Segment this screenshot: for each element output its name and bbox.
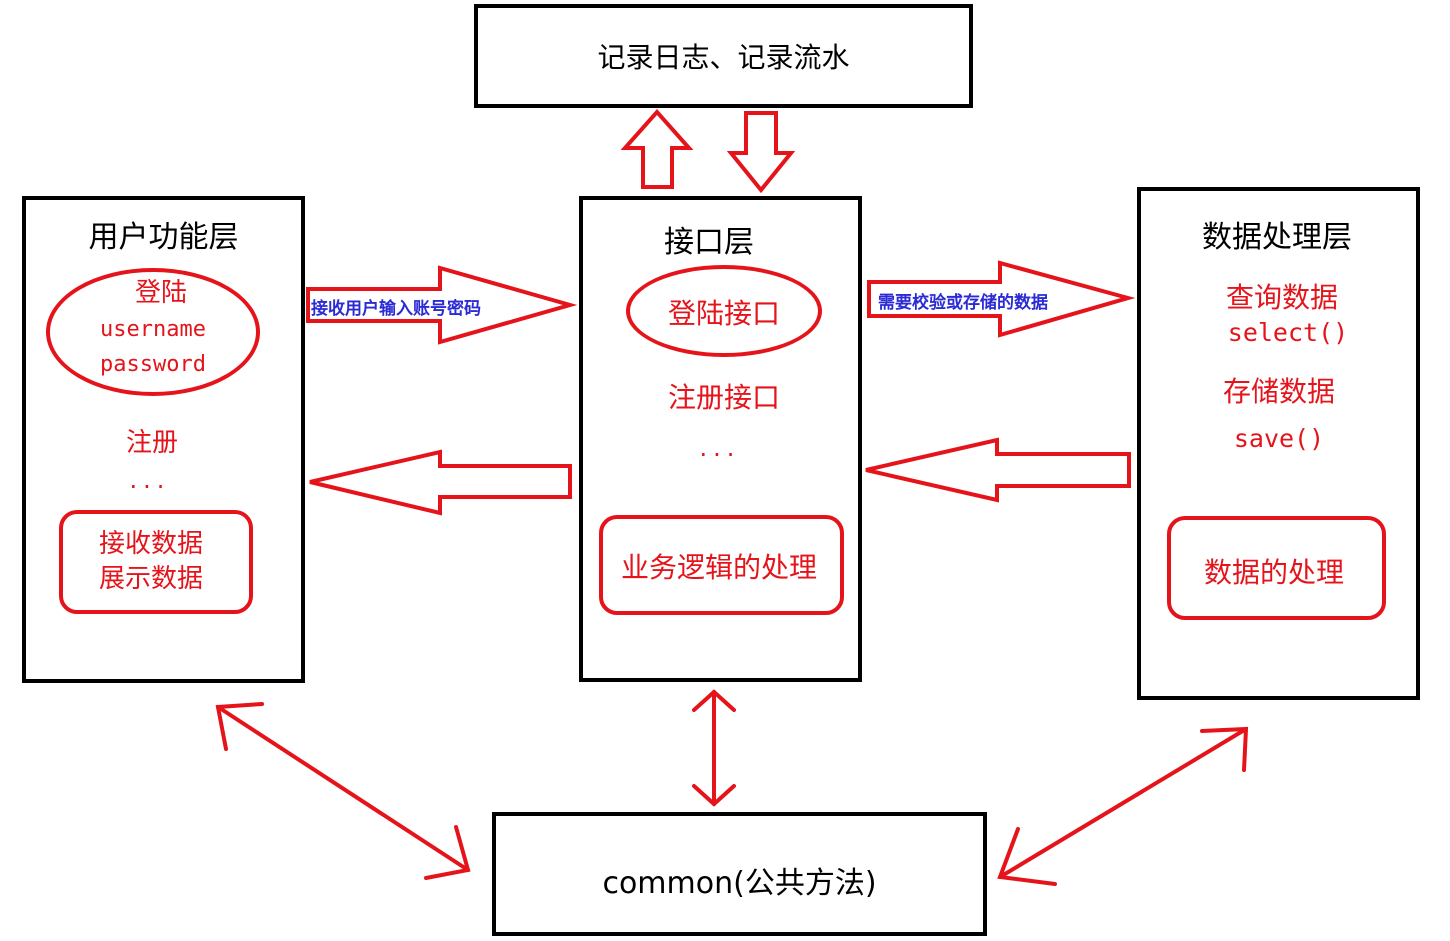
arrow-data-to-interface [865,437,1131,503]
common-box-title: common(公共方法) [602,866,877,901]
user-login-label: 登陆 [134,278,187,308]
user-username-label: username [100,317,206,342]
double-arrow-data-common [997,726,1249,886]
data-store-label: 存储数据 [1222,375,1335,408]
interface-register-label: 注册接口 [667,381,780,414]
down-arrow-from-log [726,111,796,194]
user-receive-data-label: 接收数据 [98,529,203,559]
user-login-ellipse [46,268,260,396]
user-register-label: 注册 [125,428,178,458]
user-password-label: password [100,352,206,377]
data-select-label: select() [1227,318,1349,347]
user-layer-title: 用户功能层 [88,220,239,255]
double-arrow-interface-common [692,689,736,807]
interface-logic-box [599,515,844,615]
interface-login-label: 登陆接口 [667,297,780,330]
user-data-box [59,510,253,614]
data-processing-box [1167,516,1386,620]
arrow-interface-to-user [309,449,572,516]
arrow-label-user-to-interface: 接收用户输入账号密码 [311,299,481,319]
interface-ellipsis: ... [699,434,741,462]
arrow-label-interface-to-data: 需要校验或存储的数据 [878,293,1048,313]
user-ellipsis: ... [129,466,171,494]
data-layer-title: 数据处理层 [1202,220,1352,255]
data-save-label: save() [1233,424,1325,453]
interface-logic-label: 业务逻辑的处理 [620,551,817,584]
data-query-label: 查询数据 [1225,281,1338,314]
common-box [492,812,987,936]
up-arrow-to-log [620,108,694,189]
log-box [474,4,973,108]
log-box-title: 记录日志、记录流水 [597,41,850,74]
interface-layer-title: 接口层 [664,225,754,260]
data-processing-label: 数据的处理 [1203,556,1344,589]
double-arrow-user-common [215,702,471,880]
user-show-data-label: 展示数据 [98,564,203,594]
interface-login-ellipse [626,265,822,357]
